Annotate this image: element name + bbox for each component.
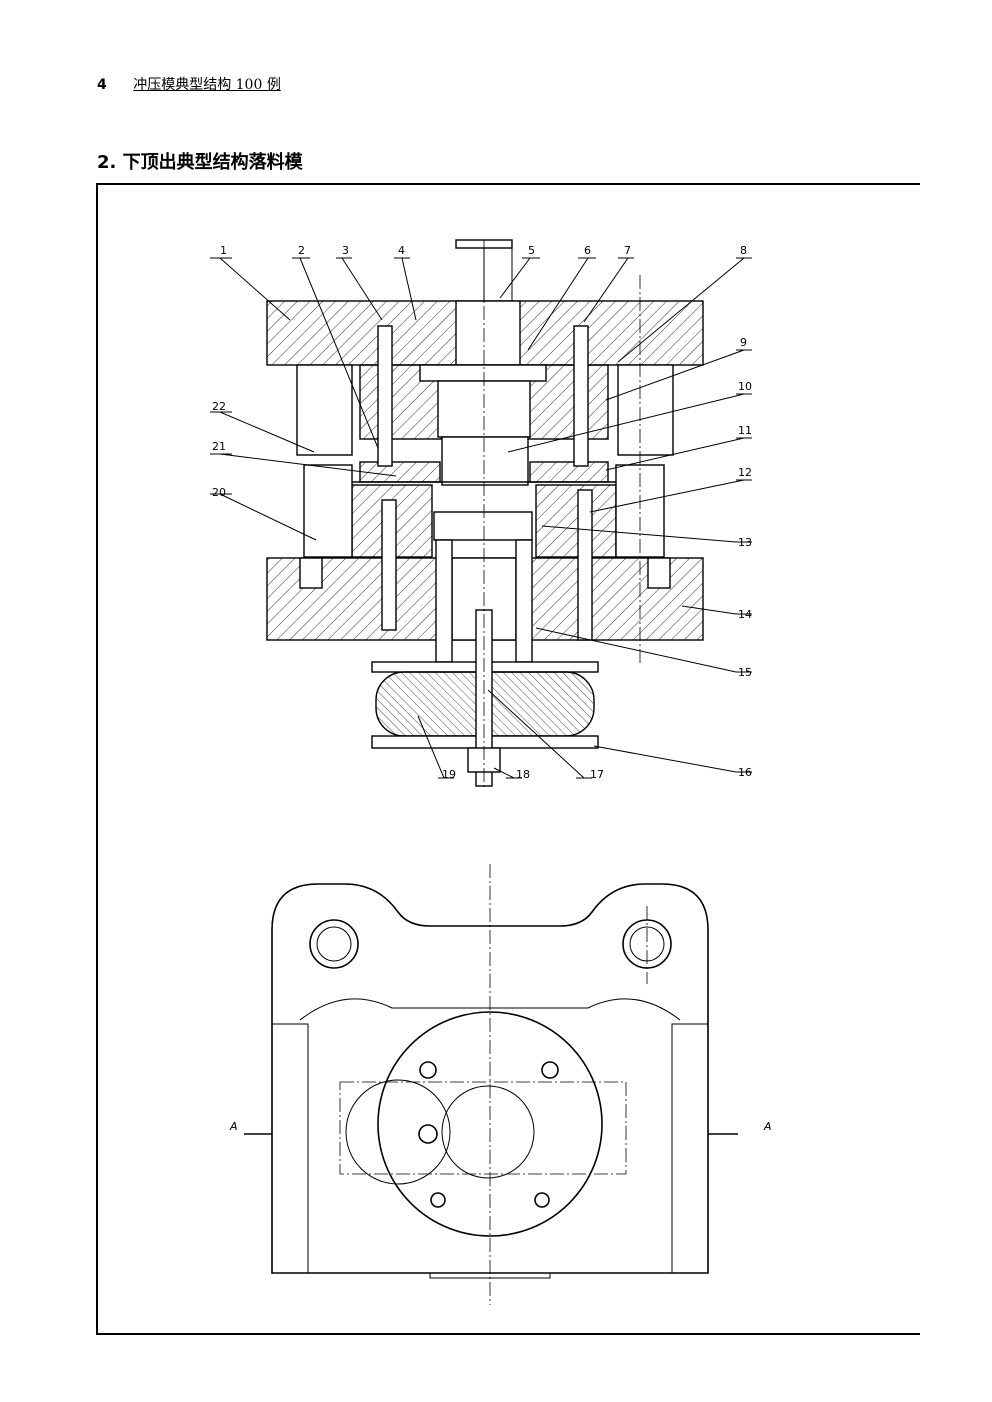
page-header: 4 冲压模典型结构 100 例 xyxy=(97,74,281,94)
page-number: 4 xyxy=(97,77,107,93)
punch-tip xyxy=(441,436,529,486)
slot-left xyxy=(299,557,323,589)
blank-circle-left xyxy=(345,1079,451,1185)
guide-bush-right xyxy=(617,364,674,456)
part-label: 17 xyxy=(590,768,604,781)
guide-post-left xyxy=(303,464,353,558)
part-label: 21 xyxy=(212,440,226,453)
part-label: 18 xyxy=(516,768,530,781)
blank-circle-center xyxy=(441,1085,535,1179)
ejector-pin-left xyxy=(435,539,453,663)
right-rail xyxy=(671,1023,709,1274)
plan-view: A A xyxy=(229,864,772,1305)
die-shank xyxy=(455,300,521,366)
part-label: 15 xyxy=(738,666,752,679)
die-circle xyxy=(377,1011,603,1237)
guide-bush-left xyxy=(296,364,353,456)
screw-right xyxy=(573,325,589,467)
screw-left xyxy=(377,325,393,467)
screw-lower-right xyxy=(577,489,593,641)
section-mark-right: A xyxy=(763,1120,772,1133)
section-title: 2. 下顶出典型结构落料模 xyxy=(97,152,303,173)
part-label: 13 xyxy=(738,536,752,549)
part-label: 2 xyxy=(298,244,305,257)
part-label: 1 xyxy=(220,244,227,257)
part-label: 22 xyxy=(212,400,226,413)
part-label: 5 xyxy=(528,244,535,257)
part-label: 12 xyxy=(738,466,752,479)
part-label: 6 xyxy=(584,244,591,257)
drawing-frame xyxy=(96,183,920,1335)
screw-lower-left xyxy=(381,499,397,631)
punch-head xyxy=(419,364,547,382)
part-label: 4 xyxy=(398,244,405,257)
part-label: 3 xyxy=(342,244,349,257)
die-right xyxy=(535,484,617,558)
slot-right xyxy=(647,557,671,589)
ejector-plate xyxy=(433,511,533,541)
left-rail xyxy=(271,1023,309,1274)
part-label: 16 xyxy=(738,766,752,779)
part-label: 14 xyxy=(738,608,752,621)
section-mark-left: A xyxy=(229,1120,238,1133)
part-label: 20 xyxy=(212,486,226,499)
stripper-left xyxy=(359,461,441,483)
section-view: 1 2 3 4 5 6 7 8 9 10 11 12 13 14 15 16 1… xyxy=(210,239,752,790)
running-title: 冲压模典型结构 100 例 xyxy=(133,77,281,93)
part-label: 19 xyxy=(442,768,456,781)
part-label: 10 xyxy=(738,380,752,393)
part-label: 7 xyxy=(624,244,631,257)
part-label: 11 xyxy=(738,424,752,437)
lower-plate-outline xyxy=(271,883,709,1274)
stripper-right xyxy=(529,461,609,483)
ejector-pin-right xyxy=(515,539,533,663)
part-label: 8 xyxy=(740,244,747,257)
guide-hole-left xyxy=(309,919,359,969)
part-label: 9 xyxy=(740,336,747,349)
